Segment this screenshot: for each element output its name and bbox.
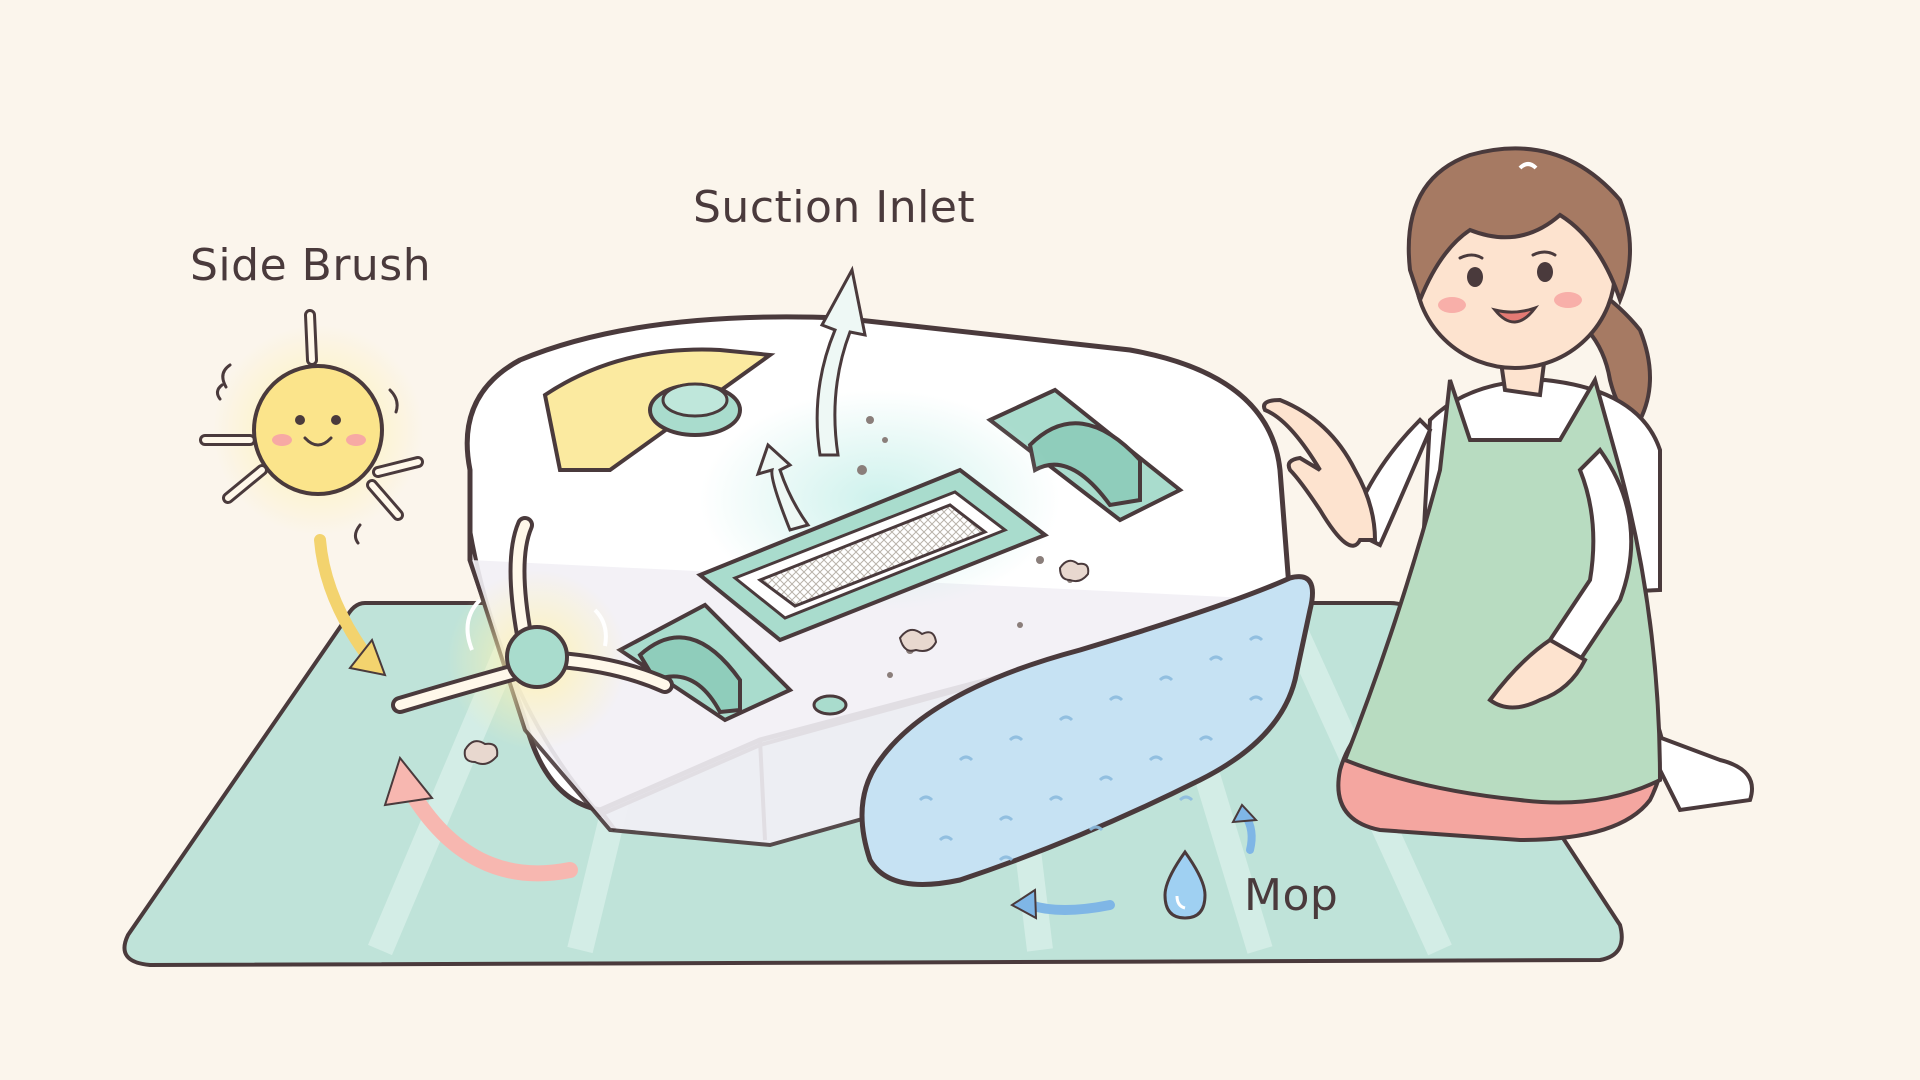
side-brush [391, 516, 674, 750]
suction-inlet-label: Suction Inlet [693, 182, 976, 233]
mop-pad [859, 574, 1315, 887]
water-drop-icon [1163, 849, 1207, 920]
sun-brush-icon [199, 309, 424, 545]
side-brush-label: Side Brush [190, 240, 432, 291]
mop-arrow-icon [1010, 803, 1259, 920]
pickup-arrow-icon [314, 534, 387, 677]
mop-label: Mop [1244, 870, 1339, 921]
airflow-arrow-icon [755, 265, 867, 532]
woman-character [1262, 146, 1754, 843]
sweep-arrow-icon [383, 755, 578, 882]
